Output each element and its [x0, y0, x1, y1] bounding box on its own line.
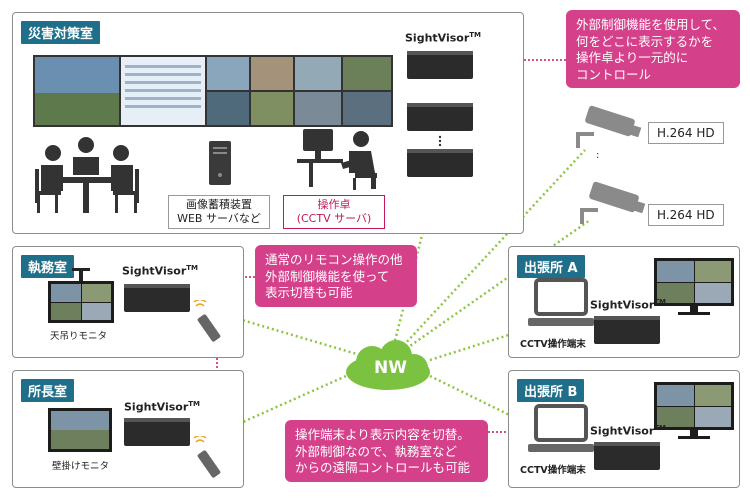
callout-central-line3: 操作卓より一元的に — [576, 50, 689, 65]
director-sightvisor-label: SightVisorTM — [124, 400, 201, 414]
link-branch-b — [429, 374, 541, 432]
meeting-icon — [35, 137, 139, 213]
sightvisor-stack — [407, 51, 473, 177]
console-label: 操作卓 (CCTV サーバ) — [283, 195, 385, 229]
control-room-title: 災害対策室 — [21, 21, 101, 44]
console-label-line2: (CCTV サーバ) — [296, 211, 372, 225]
callout-terminal-line1: 操作端末より表示内容を切替。 — [295, 427, 470, 442]
callout-central-control: 外部制御機能を使用して、 何をどこに表示するかを 操作卓より一元的に コントロー… — [566, 10, 740, 88]
laptop-icon — [528, 278, 594, 326]
callout-remote-line3: 表示切替も可能 — [265, 285, 353, 300]
branch-b-sightvisor-device — [594, 442, 660, 470]
callout-central-line2: 何をどこに表示するかを — [576, 33, 714, 49]
director-title: 所長室 — [21, 379, 75, 402]
remote-control-icon — [193, 436, 221, 478]
office-monitor-label: 天吊りモニタ — [50, 331, 108, 342]
callout-remote-control: 通常のリモコン操作の他 外部制御機能を使って 表示切替も可能 — [255, 245, 417, 307]
callout-terminal-line3: からの遠隔コントロールも可能 — [295, 460, 471, 475]
link-director — [224, 370, 356, 432]
callout-central-line1: 外部制御機能を使用して、 — [576, 17, 726, 32]
branch-b-terminal-label: CCTV操作端末 — [520, 465, 586, 476]
branch-a-sightvisor-label: SightVisorTM — [590, 298, 667, 312]
console-label-line1: 操作卓 — [317, 198, 351, 211]
network-cloud-icon — [346, 340, 430, 390]
camera-icon — [576, 105, 642, 148]
branch-a-monitor-icon — [654, 258, 734, 315]
callout-terminal-control: 操作端末より表示内容を切替。 外部制御なので、執務室など からの遠隔コントロール… — [285, 420, 488, 482]
operator-icon — [297, 129, 377, 190]
branch-b-sightvisor-label: SightVisorTM — [590, 424, 667, 438]
director-sightvisor-device — [124, 418, 190, 446]
network-label: NW — [374, 358, 407, 378]
callout-central-line4: コントロール — [576, 66, 652, 82]
office-title: 執務室 — [21, 255, 75, 278]
callout-terminal-line2: 外部制御なので、執務室など — [295, 443, 458, 459]
branch-b-title: 出張所 B — [517, 379, 585, 402]
control-room-panel: 災害対策室 — [12, 12, 524, 234]
branch-a-sightvisor-device — [594, 316, 660, 344]
remote-control-icon — [193, 300, 221, 342]
callout-remote-line1: 通常のリモコン操作の他 — [265, 252, 403, 267]
storage-label: 画像蓄積装置 WEB サーバなど — [168, 195, 270, 229]
ceiling-monitor-icon — [48, 268, 114, 323]
camera-dots: : — [596, 150, 600, 161]
branch-a-title: 出張所 A — [517, 255, 585, 278]
branch-b-monitor-icon — [654, 382, 734, 439]
callout-remote-line2: 外部制御機能を使って — [265, 268, 390, 284]
director-monitor-label: 壁掛けモニタ — [52, 461, 110, 472]
director-panel: 所長室 — [12, 370, 244, 488]
office-sightvisor-device — [124, 284, 190, 312]
storage-label-line1: 画像蓄積装置 — [186, 198, 252, 211]
office-sightvisor-label: SightVisorTM — [122, 264, 199, 278]
storage-label-line2: WEB サーバなど — [177, 211, 261, 225]
wall-monitor-icon — [48, 408, 112, 452]
branch-a-terminal-label: CCTV操作端末 — [520, 339, 586, 350]
camera-icon — [580, 181, 646, 224]
link-camera-2 — [389, 218, 591, 362]
laptop-icon — [528, 404, 594, 452]
video-wall — [33, 55, 393, 127]
camera-2-format: H.264 HD — [648, 204, 724, 226]
server-icon — [209, 141, 231, 185]
camera-1-format: H.264 HD — [648, 122, 724, 144]
control-sightvisor-label: SightVisorTM — [405, 31, 482, 45]
